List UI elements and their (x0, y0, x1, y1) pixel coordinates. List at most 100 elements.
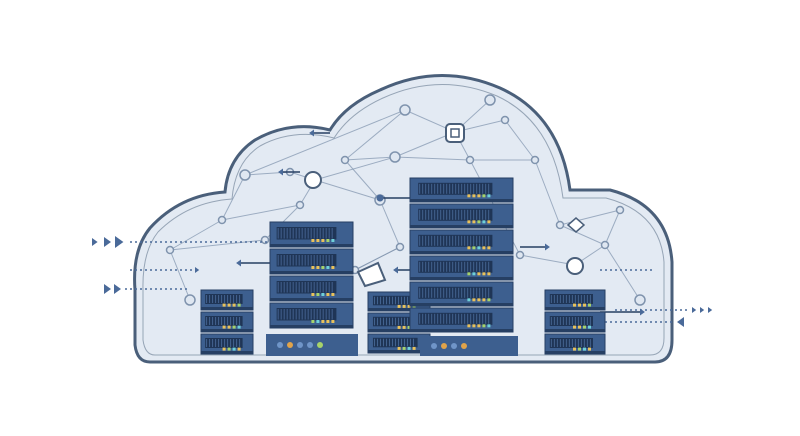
server-unit-shadow (368, 308, 430, 311)
status-light (227, 347, 231, 351)
status-light (222, 303, 226, 307)
status-light (472, 272, 476, 276)
vent-grille (418, 260, 493, 273)
status-light (402, 304, 406, 308)
vent-grille (418, 286, 493, 299)
network-link (519, 254, 576, 266)
status-light (472, 246, 476, 250)
hub-square-icon (450, 128, 460, 138)
status-light (397, 346, 401, 350)
network-link (354, 246, 401, 271)
arrow-right-icon (545, 243, 550, 251)
status-light (321, 266, 325, 269)
arrow-left-icon (309, 129, 314, 137)
network-node (515, 250, 525, 260)
network-node (295, 200, 305, 210)
status-light (461, 343, 467, 349)
network-link (534, 159, 561, 226)
status-light (311, 239, 315, 242)
status-light (487, 298, 491, 302)
server-rack-tall (409, 177, 518, 356)
status-light (583, 303, 586, 307)
status-light (578, 325, 581, 329)
server-unit-shadow (410, 329, 513, 332)
status-light (326, 320, 330, 323)
cloud-shape (133, 74, 674, 364)
status-light (467, 324, 471, 328)
status-light (287, 342, 293, 348)
status-light (482, 194, 486, 198)
status-light (477, 246, 481, 250)
status-light (431, 343, 437, 349)
status-light (467, 194, 471, 198)
network-link (169, 249, 191, 301)
status-light (222, 347, 226, 351)
network-link (221, 204, 301, 221)
endpoint-node-icon (304, 171, 322, 189)
network-node (465, 155, 475, 165)
network-node (484, 94, 496, 106)
server-unit-shadow (368, 350, 430, 353)
server-unit-shadow (201, 329, 253, 332)
status-light (237, 303, 241, 307)
network-link (314, 179, 381, 201)
arrow-left-icon (236, 259, 241, 267)
status-light (477, 298, 481, 302)
status-light (482, 220, 486, 224)
status-light (237, 347, 241, 351)
status-light (311, 266, 315, 269)
vent-grille (549, 338, 593, 348)
network-link (169, 219, 223, 251)
network-node (217, 215, 227, 225)
status-light (277, 342, 283, 348)
status-light (482, 324, 486, 328)
status-light (407, 304, 411, 308)
vent-grille (418, 182, 493, 195)
status-light (467, 272, 471, 276)
network-mesh (165, 94, 646, 306)
status-light (583, 325, 586, 329)
status-light (402, 346, 406, 350)
network-link (344, 159, 381, 201)
status-light (397, 325, 401, 329)
status-light (467, 298, 471, 302)
status-light (467, 246, 471, 250)
network-node (239, 169, 251, 181)
arrow-right-icon (92, 238, 98, 246)
server-unit-shadow (410, 251, 513, 254)
network-node (389, 151, 401, 163)
cloud-inner-outline (142, 84, 665, 356)
arrow-right-icon (115, 236, 124, 248)
status-light (472, 194, 476, 198)
status-light (487, 220, 491, 224)
status-light (578, 347, 581, 351)
network-node (184, 294, 196, 306)
vent-grille (276, 281, 337, 294)
status-light (232, 347, 236, 351)
network-link (604, 209, 621, 246)
arrow-left-icon (677, 317, 684, 327)
status-light (326, 293, 330, 296)
server-unit-shadow (545, 307, 605, 310)
vent-grille (276, 308, 337, 321)
arrow-right-icon (692, 307, 697, 313)
status-light (407, 346, 411, 350)
flow-origin-dot (376, 194, 384, 202)
vent-grille (418, 312, 493, 325)
vent-grille (205, 338, 243, 348)
server-unit-shadow (270, 325, 353, 328)
status-light (588, 303, 591, 307)
server-unit-shadow (410, 225, 513, 228)
arrow-right-icon (114, 284, 121, 294)
server-unit-shadow (410, 277, 513, 280)
status-light (487, 272, 491, 276)
status-light (588, 347, 591, 351)
status-light (326, 239, 330, 242)
status-light (331, 266, 335, 269)
vent-grille (549, 316, 593, 326)
status-light (472, 298, 476, 302)
network-node (165, 245, 175, 255)
status-light (316, 266, 320, 269)
network-node (395, 242, 405, 252)
